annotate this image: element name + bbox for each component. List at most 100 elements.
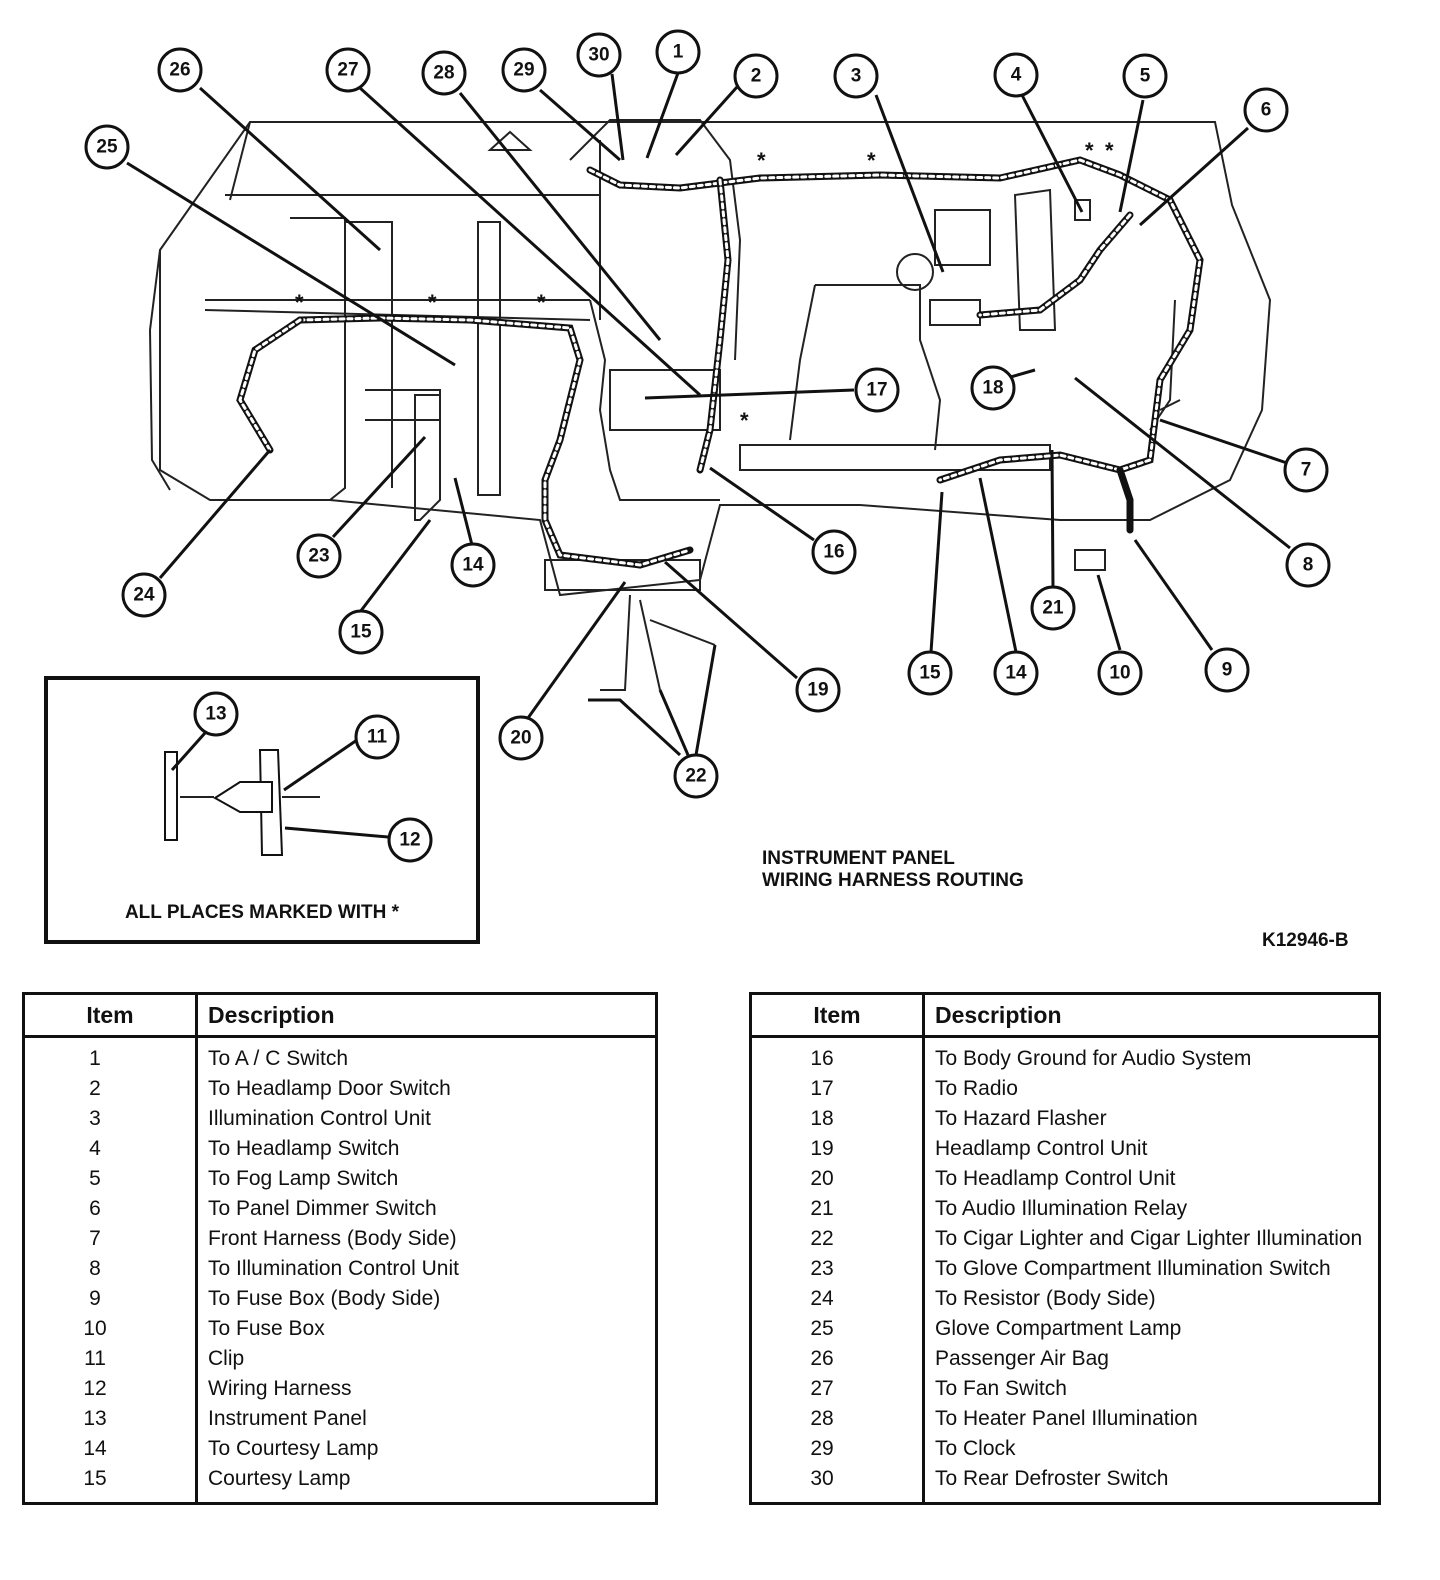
svg-text:15: 15 — [350, 622, 372, 643]
callout-20: 20 — [498, 715, 544, 761]
item-description-cell: To Headlamp Switch — [208, 1137, 400, 1160]
item-number-cell: 24 — [750, 1286, 925, 1316]
svg-text:9: 9 — [1222, 660, 1233, 681]
table-row: 15 Courtesy Lamp — [23, 1466, 657, 1504]
description-column-header: Description — [196, 993, 657, 1038]
svg-text:12: 12 — [399, 830, 420, 851]
item-description-cell: Instrument Panel — [208, 1407, 367, 1430]
item-description-cell: Passenger Air Bag — [935, 1347, 1109, 1370]
callout-23: 23 — [296, 533, 342, 579]
item-number-cell: 4 — [23, 1136, 198, 1166]
item-column-header: Item — [750, 993, 925, 1038]
svg-text:28: 28 — [433, 63, 454, 84]
svg-text:17: 17 — [866, 380, 887, 401]
item-number-cell: 30 — [750, 1466, 925, 1504]
item-number-cell: 23 — [750, 1256, 925, 1286]
item-number-cell: 15 — [23, 1466, 198, 1504]
item-description-cell: To Heater Panel Illumination — [935, 1407, 1198, 1430]
item-description-cell: To Rear Defroster Switch — [935, 1467, 1169, 1490]
item-number-cell: 10 — [23, 1316, 198, 1346]
svg-text:18: 18 — [982, 378, 1003, 399]
callout-14b: 14 — [993, 650, 1039, 696]
svg-text:29: 29 — [513, 60, 534, 81]
svg-text:13: 13 — [205, 704, 226, 725]
callout-19: 19 — [795, 667, 841, 713]
callout-3: 3 — [833, 53, 879, 99]
item-number-cell: 2 — [23, 1076, 198, 1106]
clip-inset — [44, 676, 480, 944]
callout-10: 10 — [1097, 650, 1143, 696]
item-number-cell: 22 — [750, 1226, 925, 1256]
table-row: 23 To Glove Compartment Illumination Swit… — [750, 1256, 1380, 1286]
callout-9: 9 — [1204, 647, 1250, 693]
svg-text:23: 23 — [308, 546, 329, 567]
table-row: 12 Wiring Harness — [23, 1376, 657, 1406]
item-number-cell: 21 — [750, 1196, 925, 1226]
item-description-cell: To Cigar Lighter and Cigar Lighter Illum… — [935, 1227, 1363, 1250]
callout-6: 6 — [1243, 87, 1289, 133]
callout-21: 21 — [1030, 585, 1076, 631]
svg-text:3: 3 — [851, 66, 862, 87]
item-description-cell: Glove Compartment Lamp — [935, 1317, 1182, 1340]
item-description-cell: Wiring Harness — [208, 1377, 352, 1400]
item-description-cell: To Fan Switch — [935, 1377, 1067, 1400]
svg-text:5: 5 — [1140, 66, 1151, 87]
svg-text:10: 10 — [1109, 663, 1130, 684]
item-description-cell: To Fuse Box — [208, 1317, 325, 1340]
callout-24: 24 — [121, 572, 167, 618]
svg-text:19: 19 — [807, 680, 828, 701]
item-number-cell: 3 — [23, 1106, 198, 1136]
table-row: 13 Instrument Panel — [23, 1406, 657, 1436]
callout-11: 11 — [354, 714, 400, 760]
callout-7: 7 — [1283, 447, 1329, 493]
asterisk-marker: * — [428, 290, 437, 315]
svg-text:15: 15 — [919, 663, 941, 684]
table-row: 16 To Body Ground for Audio System — [750, 1036, 1380, 1076]
item-number-cell: 12 — [23, 1376, 198, 1406]
asterisk-marker: * — [757, 148, 766, 173]
item-number-cell: 13 — [23, 1406, 198, 1436]
figure-caption: INSTRUMENT PANEL WIRING HARNESS ROUTING — [762, 848, 1024, 892]
item-number-cell: 9 — [23, 1286, 198, 1316]
svg-text:27: 27 — [337, 60, 358, 81]
item-description-cell: Courtesy Lamp — [208, 1467, 351, 1490]
item-description-cell: To A / C Switch — [208, 1047, 349, 1070]
item-number-cell: 16 — [750, 1036, 925, 1076]
callout-27: 27 — [325, 47, 371, 93]
callout-30: 30 — [576, 32, 622, 78]
item-description-cell: Clip — [208, 1347, 245, 1370]
item-number-cell: 20 — [750, 1166, 925, 1196]
callout-16: 16 — [811, 529, 857, 575]
callout-12: 12 — [387, 817, 433, 863]
item-number-cell: 8 — [23, 1256, 198, 1286]
svg-text:8: 8 — [1303, 555, 1314, 576]
callout-18: 18 — [970, 365, 1016, 411]
item-description-cell: To Glove Compartment Illumination Switch — [935, 1257, 1331, 1280]
svg-text:20: 20 — [510, 728, 531, 749]
inset-note: ALL PLACES MARKED WITH * — [124, 902, 400, 923]
item-description-cell: To Body Ground for Audio System — [935, 1047, 1252, 1070]
item-description-cell: Front Harness (Body Side) — [208, 1227, 457, 1250]
svg-text:16: 16 — [823, 542, 844, 563]
table-row: 22 To Cigar Lighter and Cigar Lighter Ill… — [750, 1226, 1380, 1256]
svg-text:1: 1 — [673, 42, 684, 63]
table-header-row: Item Description — [23, 993, 657, 1038]
callout-25: 25 — [84, 124, 130, 170]
item-number-cell: 19 — [750, 1136, 925, 1166]
item-description-cell: To Radio — [935, 1077, 1018, 1100]
item-description-cell: To Resistor (Body Side) — [935, 1287, 1156, 1310]
svg-text:7: 7 — [1301, 460, 1312, 481]
